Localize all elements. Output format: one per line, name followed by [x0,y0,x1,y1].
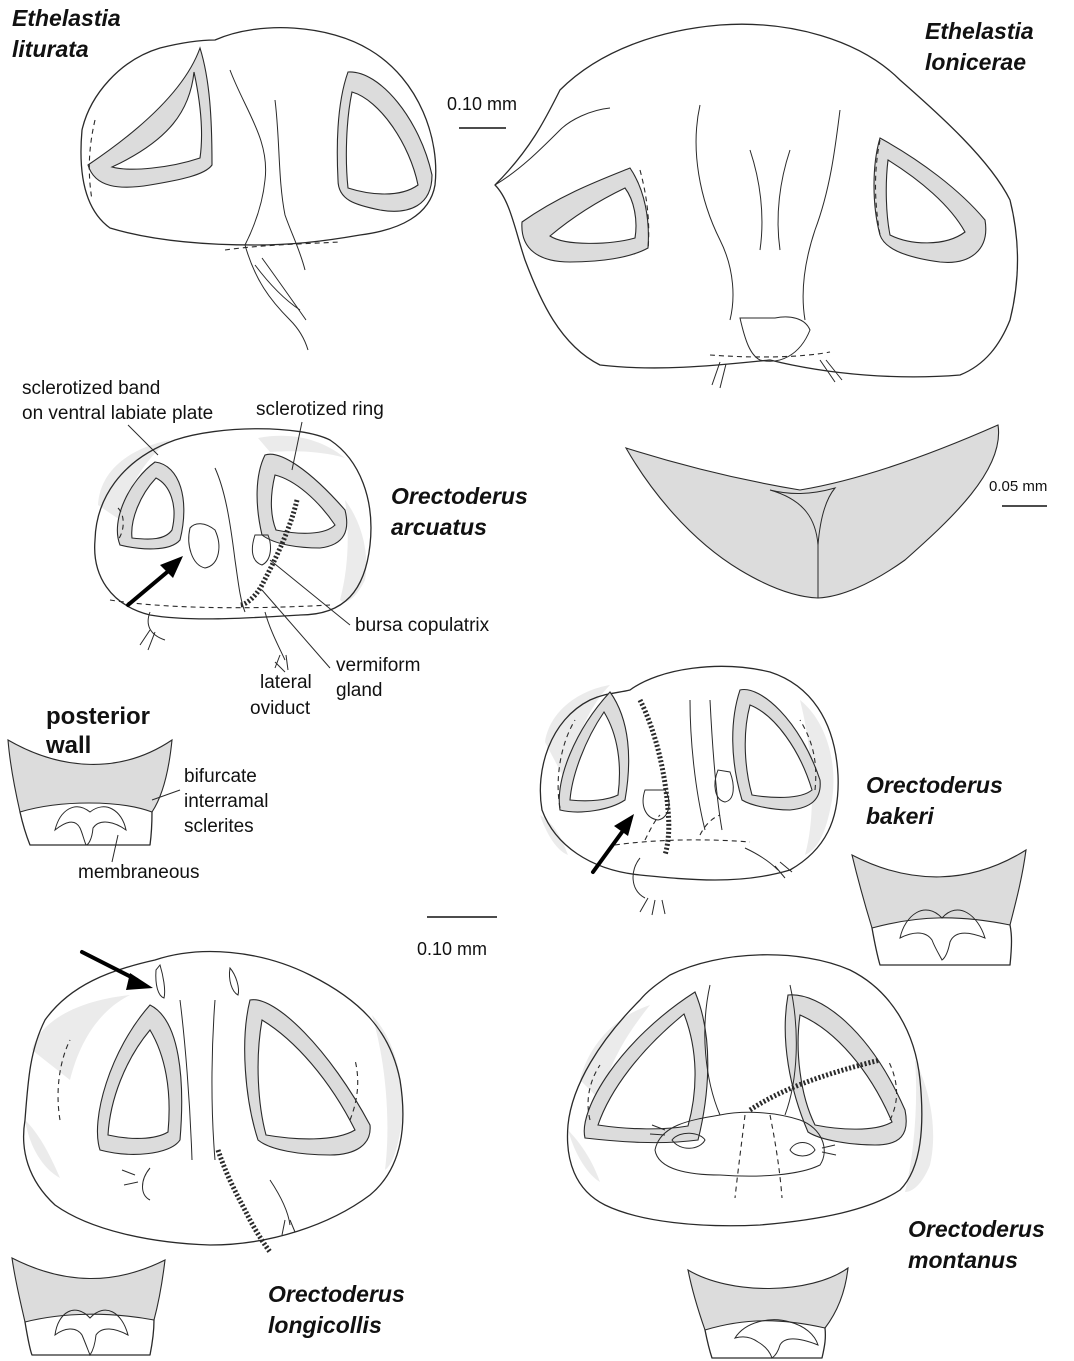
label-longicollis-genus: Orectoderus [268,1281,405,1308]
scale-label-top: 0.10 mm [447,94,517,115]
scale-label-middle: 0.10 mm [417,939,487,960]
bakeri-arrowhead [614,814,634,836]
label-lonicerae-species: lonicerae [925,49,1026,76]
label-bakeri-genus: Orectoderus [866,772,1003,799]
montanus-posterior-wall [688,1268,848,1358]
label-liturata-species: liturata [12,36,89,63]
liturata-figure [81,28,436,350]
arcuatus-arrow [128,568,172,605]
montanus-figure [567,955,933,1226]
label-montanus-species: montanus [908,1247,1018,1274]
label-montanus-genus: Orectoderus [908,1216,1045,1243]
longicollis-figure [24,952,403,1252]
annotation-bursa-copulatrix: bursa copulatrix [355,615,489,637]
label-arcuatus-species: arcuatus [391,514,487,541]
longicollis-arrowhead [126,973,153,990]
label-liturata-genus: Ethelastia [12,5,121,32]
bakeri-posterior-wall [852,850,1026,965]
annotation-oviduct-1: lateral [260,672,312,694]
bakeri-arrow [593,828,625,872]
leader-bursa [270,560,350,625]
annotation-membraneous: membraneous [78,862,199,884]
lonicerae-figure [495,24,1018,388]
annotation-sclerotized-band-2: on ventral labiate plate [22,403,213,425]
leader-oviduct [275,662,285,672]
detail-figure [626,425,999,598]
annotation-bifurcate-1: bifurcate [184,766,257,788]
label-bakeri-species: bakeri [866,803,934,830]
annotation-bifurcate-3: sclerites [184,816,254,838]
longicollis-arrow [82,952,137,980]
heading-posterior: posterior [46,703,150,731]
annotation-sclerotized-ring: sclerotized ring [256,399,384,421]
label-arcuatus-genus: Orectoderus [391,483,528,510]
label-lonicerae-genus: Ethelastia [925,18,1034,45]
leader-vermiform [262,590,330,668]
annotation-bifurcate-2: interramal [184,791,268,813]
bakeri-figure [540,666,838,915]
label-longicollis-species: longicollis [268,1312,382,1339]
annotation-oviduct-2: oviduct [250,698,310,720]
annotation-vermiform-1: vermiform [336,655,420,677]
annotation-vermiform-2: gland [336,680,383,702]
heading-wall: wall [46,732,91,760]
longicollis-posterior-wall [12,1258,165,1355]
annotation-sclerotized-band-1: sclerotized band [22,378,160,400]
leader-membraneous [112,835,118,862]
arcuatus-figure [95,429,371,670]
scale-label-detail: 0.05 mm [989,478,1047,496]
